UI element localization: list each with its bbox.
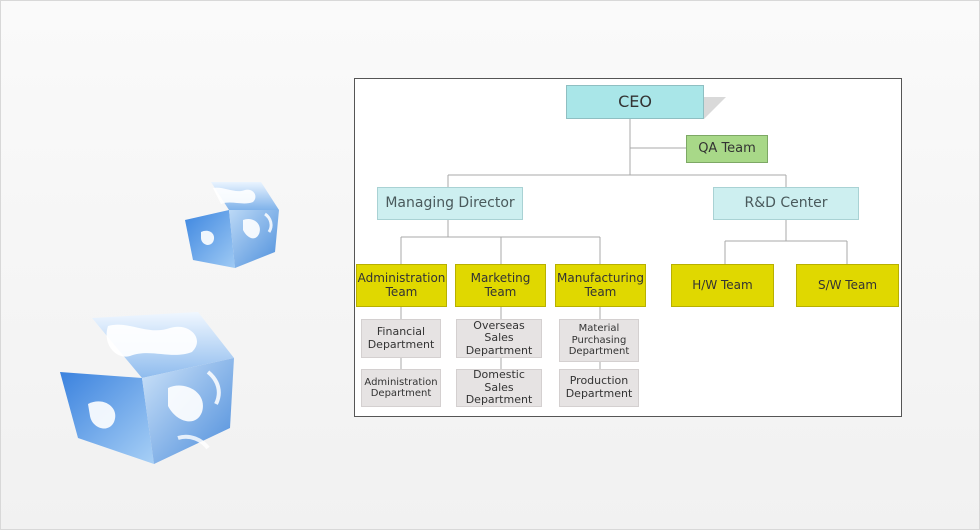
production-department-box: Production Department <box>559 369 639 407</box>
ceo-box: CEO <box>566 85 704 119</box>
globe-cube-icon <box>60 312 234 464</box>
globe-cube-icon <box>185 182 279 268</box>
sw-team-box: S/W Team <box>796 264 899 307</box>
domestic-sales-department-box: Domestic Sales Department <box>456 368 542 407</box>
managing-director-box: Managing Director <box>377 187 523 220</box>
connector-lines <box>400 118 848 369</box>
marketing-team-box: Marketing Team <box>455 264 546 307</box>
financial-department-box: Financial Department <box>361 319 441 358</box>
hw-team-box: H/W Team <box>671 264 774 307</box>
qa-team-box: QA Team <box>686 135 768 163</box>
manufacturing-team-box: Manufacturing Team <box>555 264 646 307</box>
administration-team-box: Administration Team <box>356 264 447 307</box>
material-purchasing-department-box: Material Purchasing Department <box>559 319 639 362</box>
rd-center-box: R&D Center <box>713 187 859 220</box>
administration-department-box: Administration Department <box>361 369 441 407</box>
org-chart: CEO QA Team Managing Director R&D Center… <box>354 78 902 417</box>
overseas-sales-department-box: Overseas Sales Department <box>456 319 542 358</box>
